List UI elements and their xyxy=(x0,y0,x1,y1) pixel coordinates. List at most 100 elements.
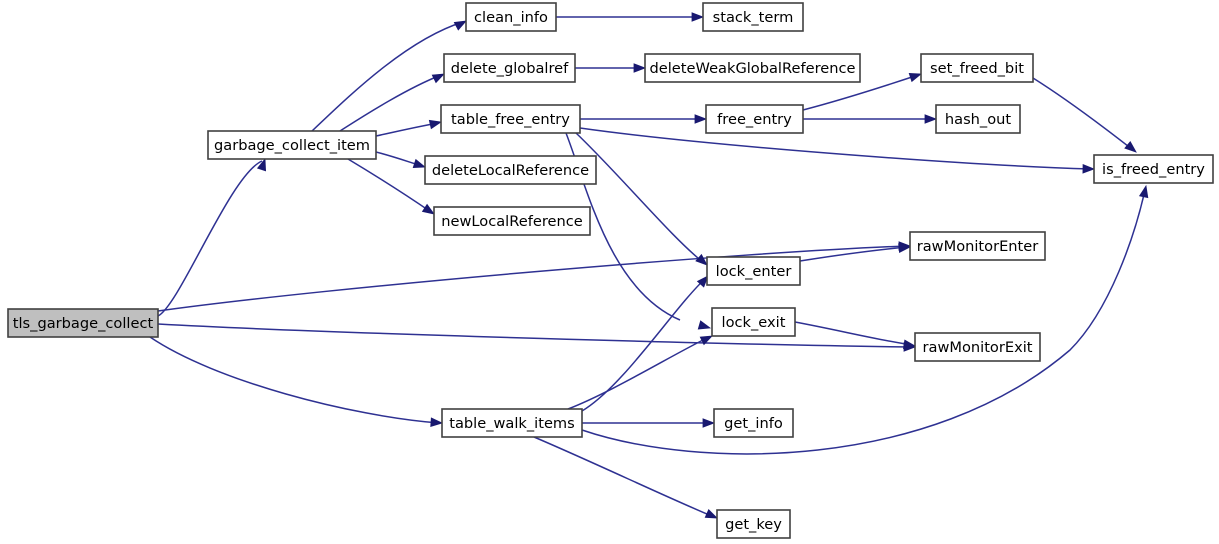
node-box[interactable] xyxy=(920,53,1034,83)
edge-line xyxy=(149,336,440,424)
edge-table_walk_items-to-get_info xyxy=(582,418,716,428)
node-box[interactable] xyxy=(711,307,796,337)
edge-free_entry-to-hash_out xyxy=(803,114,938,124)
edge-line xyxy=(575,132,705,264)
node-lock_exit[interactable]: lock_exit xyxy=(711,307,796,337)
arrowhead-icon xyxy=(428,119,443,130)
node-box[interactable] xyxy=(935,104,1021,134)
edge-garbage_collect_item-to-deleteLocalReference xyxy=(375,151,427,169)
arrowhead-icon xyxy=(256,157,267,172)
arrowhead-icon xyxy=(695,253,708,266)
arrowhead-icon xyxy=(430,417,444,427)
edge-line xyxy=(157,245,908,312)
node-get_info[interactable]: get_info xyxy=(713,408,794,438)
arrowhead-icon xyxy=(699,335,714,346)
edge-clean_info-to-stack_term xyxy=(556,12,705,22)
edge-line xyxy=(157,160,263,317)
node-box[interactable] xyxy=(207,130,377,160)
edge-table_walk_items-to-lock_exit xyxy=(567,335,714,410)
arrowhead-icon xyxy=(431,73,446,84)
edge-tls_garbage_collect-to-table_walk_items xyxy=(149,336,444,427)
edge-table_free_entry-to-is_freed_entry xyxy=(579,127,1096,174)
node-box[interactable] xyxy=(702,2,804,32)
node-box[interactable] xyxy=(7,308,159,338)
arrowhead-icon xyxy=(421,203,435,215)
arrowhead-icon xyxy=(453,20,467,31)
node-table_free_entry[interactable]: table_free_entry xyxy=(440,104,581,134)
edge-line xyxy=(567,336,710,410)
edge-line xyxy=(581,189,1146,455)
arrowhead-icon xyxy=(1138,184,1149,199)
node-set_freed_bit[interactable]: set_freed_bit xyxy=(920,53,1034,83)
node-box[interactable] xyxy=(716,509,791,539)
arrowhead-icon xyxy=(908,72,923,83)
node-box[interactable] xyxy=(433,206,591,236)
node-delete_globalref[interactable]: delete_globalref xyxy=(443,53,576,83)
edge-free_entry-to-set_freed_bit xyxy=(802,72,923,111)
node-box[interactable] xyxy=(443,53,576,83)
node-clean_info[interactable]: clean_info xyxy=(465,2,557,32)
node-box[interactable] xyxy=(441,408,583,438)
edge-line xyxy=(311,21,464,132)
node-box[interactable] xyxy=(644,53,861,83)
node-stack_term[interactable]: stack_term xyxy=(702,2,804,32)
node-box[interactable] xyxy=(1093,154,1214,184)
arrowhead-icon xyxy=(898,243,912,253)
node-rawMonitorEnter[interactable]: rawMonitorEnter xyxy=(909,231,1046,261)
node-rawMonitorExit[interactable]: rawMonitorExit xyxy=(914,332,1041,362)
node-lock_enter[interactable]: lock_enter xyxy=(706,256,801,286)
edge-table_walk_items-to-lock_enter xyxy=(581,275,709,412)
node-box[interactable] xyxy=(713,408,794,438)
arrowhead-icon xyxy=(702,418,716,428)
arrowhead-icon xyxy=(691,12,705,22)
node-deleteLocalReference[interactable]: deleteLocalReference xyxy=(424,155,597,185)
edge-garbage_collect_item-to-newLocalReference xyxy=(347,158,435,215)
arrowhead-icon xyxy=(704,508,719,519)
node-free_entry[interactable]: free_entry xyxy=(705,104,804,134)
edge-lock_enter-to-rawMonitorEnter xyxy=(799,243,912,262)
edge-garbage_collect_item-to-delete_globalref xyxy=(339,73,446,132)
edge-table_free_entry-to-free_entry xyxy=(580,114,708,124)
arrowhead-icon xyxy=(696,275,709,288)
arrowhead-icon xyxy=(694,114,708,124)
edge-line xyxy=(802,74,919,111)
edge-line xyxy=(157,323,913,348)
node-table_walk_items[interactable]: table_walk_items xyxy=(441,408,583,438)
node-tls_garbage_collect[interactable]: tls_garbage_collect xyxy=(7,308,159,338)
arrowhead-icon xyxy=(412,158,427,169)
node-box[interactable] xyxy=(705,104,804,134)
node-box[interactable] xyxy=(465,2,557,32)
node-get_key[interactable]: get_key xyxy=(716,509,791,539)
edge-line xyxy=(1032,77,1134,151)
edge-table_walk_items-to-get_key xyxy=(533,436,719,519)
arrowhead-icon xyxy=(1082,164,1096,174)
edge-line xyxy=(533,436,715,518)
node-is_freed_entry[interactable]: is_freed_entry xyxy=(1093,154,1214,184)
node-newLocalReference[interactable]: newLocalReference xyxy=(433,206,591,236)
node-hash_out[interactable]: hash_out xyxy=(935,104,1021,134)
node-box[interactable] xyxy=(914,332,1041,362)
edge-line xyxy=(581,277,707,412)
edge-table_free_entry-to-lock_enter xyxy=(575,132,708,266)
edge-lock_exit-to-rawMonitorExit xyxy=(794,321,917,349)
edge-garbage_collect_item-to-table_free_entry xyxy=(375,119,443,137)
edge-line xyxy=(794,321,913,346)
node-box[interactable] xyxy=(706,256,801,286)
node-garbage_collect_item[interactable]: garbage_collect_item xyxy=(207,130,377,160)
node-deleteWeakGlobalReference[interactable]: deleteWeakGlobalReference xyxy=(644,53,861,83)
edge-delete_globalref-to-deleteWeakGlobalReference xyxy=(575,63,647,73)
node-box[interactable] xyxy=(440,104,581,134)
arrowhead-icon xyxy=(902,339,917,349)
edge-tls_garbage_collect-to-rawMonitorExit xyxy=(157,323,917,352)
arrowhead-icon xyxy=(633,63,647,73)
edge-set_freed_bit-to-is_freed_entry xyxy=(1032,77,1137,153)
node-box[interactable] xyxy=(424,155,597,185)
edge-table_walk_items-to-is_freed_entry xyxy=(581,184,1149,455)
edge-garbage_collect_item-to-clean_info xyxy=(311,20,467,132)
node-box[interactable] xyxy=(909,231,1046,261)
edge-line xyxy=(339,74,442,132)
edge-layer xyxy=(149,12,1149,519)
arrowhead-icon xyxy=(924,114,938,124)
